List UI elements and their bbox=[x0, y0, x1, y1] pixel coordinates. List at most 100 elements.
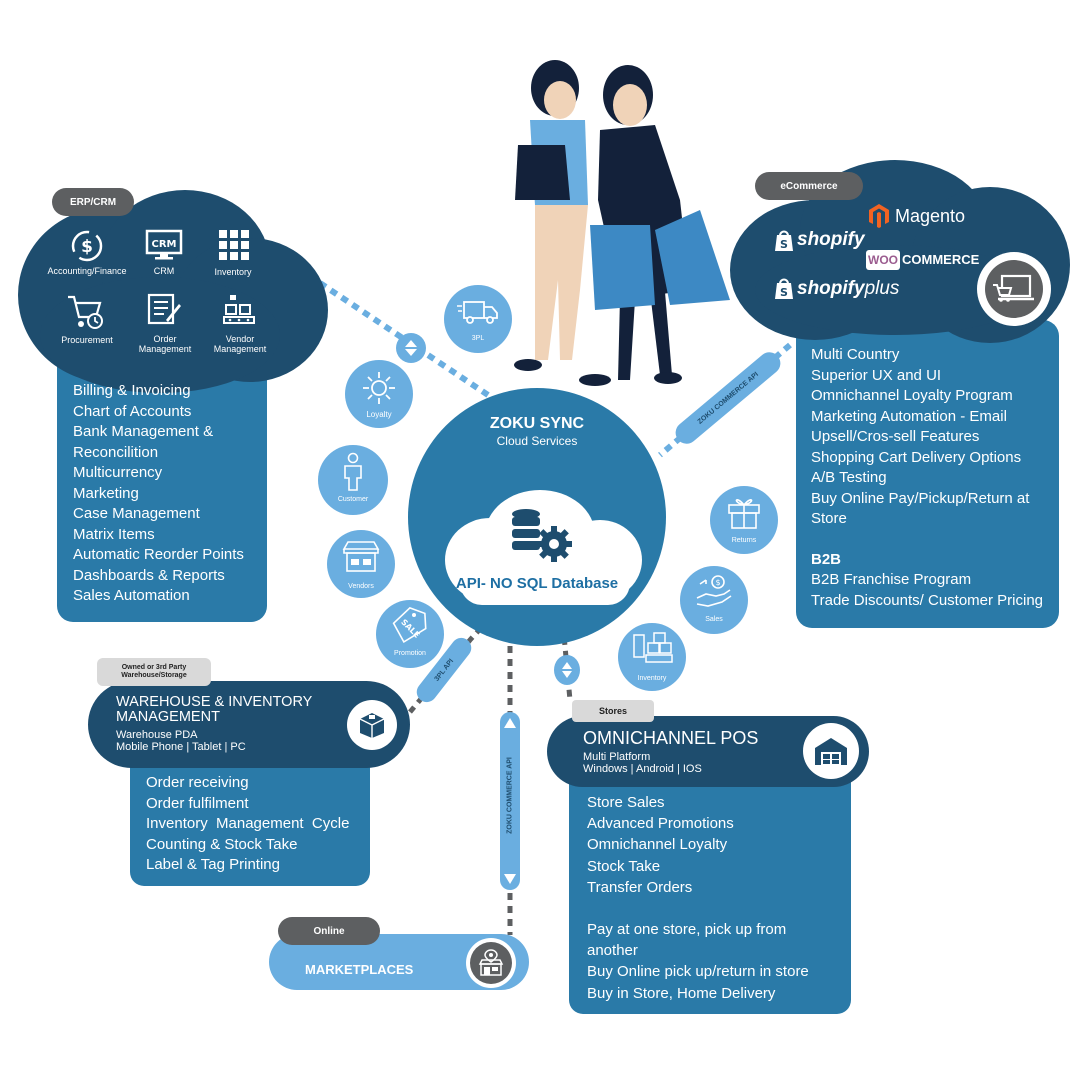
warehouse-title: WAREHOUSE & INVENTORY MANAGEMENT bbox=[116, 694, 313, 725]
list-spacer bbox=[587, 898, 809, 919]
accounting-icon: $ bbox=[70, 229, 104, 268]
list-item: B2B Franchise Program bbox=[811, 571, 972, 588]
ecommerce-cart-badge bbox=[977, 252, 1051, 326]
woocommerce-badge: WOO bbox=[866, 250, 900, 270]
list-item: Multi Country bbox=[811, 346, 900, 363]
list-item: another bbox=[587, 942, 638, 960]
crm-label: CRM bbox=[153, 266, 175, 276]
svg-text:CRM: CRM bbox=[152, 239, 177, 250]
erp-link-arrows bbox=[396, 333, 426, 363]
satellite-customer-label: Customer bbox=[337, 496, 369, 503]
list-item: Marketing bbox=[73, 484, 139, 502]
magento-brand: Magento bbox=[895, 206, 966, 226]
satellite-loyalty-label: Loyalty bbox=[366, 410, 392, 419]
satellite-returns: Returns bbox=[710, 486, 778, 554]
shop-location-icon bbox=[470, 942, 512, 984]
warehouse-store-icon bbox=[815, 738, 847, 765]
shopify-plus-word: shopify bbox=[797, 278, 865, 299]
list-spacer bbox=[811, 530, 1043, 550]
pos-feature-panel bbox=[569, 760, 851, 1014]
pos-line2: Windows | Android | IOS bbox=[583, 763, 702, 775]
list-item: Label & Tag Printing bbox=[146, 856, 280, 873]
svg-text:S: S bbox=[780, 286, 788, 299]
svg-text:S: S bbox=[780, 238, 788, 251]
erp-tag: ERP/CRM bbox=[52, 188, 134, 216]
list-item: Buy Online pick up/return in store bbox=[587, 963, 809, 981]
list-item: Marketing Automation - Email bbox=[811, 407, 1007, 425]
ecommerce-feature-list: Multi Country Superior UX and UI Omnicha… bbox=[811, 345, 1043, 611]
warehouse-feature-list: Order receiving Order fulfilment Invento… bbox=[146, 773, 349, 876]
list-item: Stock Take bbox=[587, 857, 661, 875]
list-item: Order receiving bbox=[146, 774, 249, 791]
list-item: Case Management bbox=[73, 505, 200, 522]
svg-text:$: $ bbox=[715, 578, 720, 587]
satellite-inventory: Inventory bbox=[618, 623, 686, 691]
database-gear-icon bbox=[510, 508, 576, 571]
list-item: Advanced Promotions bbox=[587, 815, 734, 833]
loyalty-sun-icon bbox=[363, 372, 395, 404]
marketplaces-tag: Online bbox=[278, 917, 380, 945]
list-item: Automatic Reorder Points bbox=[73, 546, 244, 563]
list-item: Bank Management & bbox=[73, 423, 214, 440]
pos-feature-list: Store Sales Advanced Promotions Omnichan… bbox=[587, 792, 809, 1004]
satellite-vendors-label: Vendors bbox=[348, 583, 374, 590]
ecommerce-feature-panel bbox=[796, 320, 1059, 628]
marketplaces-shop-badge bbox=[466, 938, 516, 988]
ecommerce-tag: eCommerce bbox=[755, 172, 863, 200]
woocommerce-brand: COMMERCE bbox=[902, 252, 980, 267]
list-item: Store Sales bbox=[587, 794, 665, 811]
satellite-3pl: 3PL bbox=[444, 285, 512, 353]
sale-tag-icon: SALE bbox=[392, 606, 427, 644]
marketplaces-title: MARKETPLACES bbox=[305, 962, 414, 977]
list-item: Buy Online Pay/Pickup/Return at bbox=[811, 489, 1030, 507]
satellite-3pl-label: 3PL bbox=[471, 335, 485, 342]
arrow-down-icon bbox=[504, 874, 516, 884]
shoppers-illustration bbox=[514, 60, 730, 386]
laptop-cart-icon bbox=[985, 260, 1043, 318]
sales-hand-coin-icon: $ bbox=[696, 575, 732, 607]
warehouse-line2: Mobile Phone | Tablet | PC bbox=[116, 741, 246, 753]
list-item: A/B Testing bbox=[811, 469, 887, 486]
pos-title: OMNICHANNEL POS bbox=[583, 728, 759, 748]
b2b-heading: B2B bbox=[811, 550, 842, 568]
list-item: Inventory Management Cycle bbox=[146, 815, 350, 832]
satellite-vendors: Vendors bbox=[327, 530, 395, 598]
gift-box-icon bbox=[728, 499, 760, 529]
satellite-sales: $ Sales bbox=[680, 566, 748, 634]
list-item: Multicurrency bbox=[73, 464, 163, 481]
vendor-management-label: Vendor Management bbox=[213, 334, 267, 354]
warehouse-tag: Owned or 3rd Party Warehouse/Storage bbox=[97, 658, 211, 686]
procurement-cart-icon bbox=[66, 293, 106, 336]
list-item: Omnichannel Loyalty Program bbox=[811, 387, 1013, 404]
hub-subtitle: Cloud Services bbox=[496, 434, 578, 448]
vendor-stall-icon bbox=[342, 541, 380, 572]
inventory-boxes-icon bbox=[633, 632, 673, 663]
list-item: Upsell/Cros-sell Features bbox=[811, 428, 980, 445]
order-management-icon bbox=[146, 292, 182, 331]
list-item: Chart of Accounts bbox=[73, 402, 192, 420]
satellite-promotion-label: Promotion bbox=[394, 650, 426, 657]
erp-feature-list: Billing & Invoicing Chart of Accounts Ba… bbox=[73, 381, 244, 607]
procurement-label: Procurement bbox=[61, 335, 113, 345]
list-item: Pay at one store, pick up from bbox=[587, 921, 787, 939]
satellite-sales-label: Sales bbox=[705, 616, 723, 623]
list-item: Trade Discounts/ Customer Pricing bbox=[811, 591, 1044, 609]
svg-text:$: $ bbox=[81, 237, 93, 257]
pos-store-badge bbox=[803, 723, 859, 779]
list-item: Matrix Items bbox=[73, 525, 155, 543]
list-item: Buy in Store, Home Delivery bbox=[587, 984, 776, 1002]
vendor-management-icon bbox=[222, 293, 258, 332]
list-item: Sales Automation bbox=[73, 587, 190, 604]
list-item: Omnichannel Loyalty bbox=[587, 836, 728, 854]
list-item: Counting & Stock Take bbox=[146, 835, 298, 853]
shopify-brand: shopify bbox=[797, 229, 865, 250]
pos-line1: Multi Platform bbox=[583, 751, 651, 763]
marketplace-api-connector: ZOKU COMMERCE API bbox=[500, 712, 520, 890]
database-label: API- NO SQL Database bbox=[455, 575, 619, 592]
customer-person-icon bbox=[344, 452, 362, 491]
truck-icon bbox=[457, 301, 498, 324]
crm-monitor-icon: CRM bbox=[145, 229, 183, 266]
woo-brand: WOO bbox=[868, 253, 898, 267]
list-item: Dashboards & Reports bbox=[73, 566, 225, 584]
satellite-customer: Customer bbox=[318, 445, 388, 515]
